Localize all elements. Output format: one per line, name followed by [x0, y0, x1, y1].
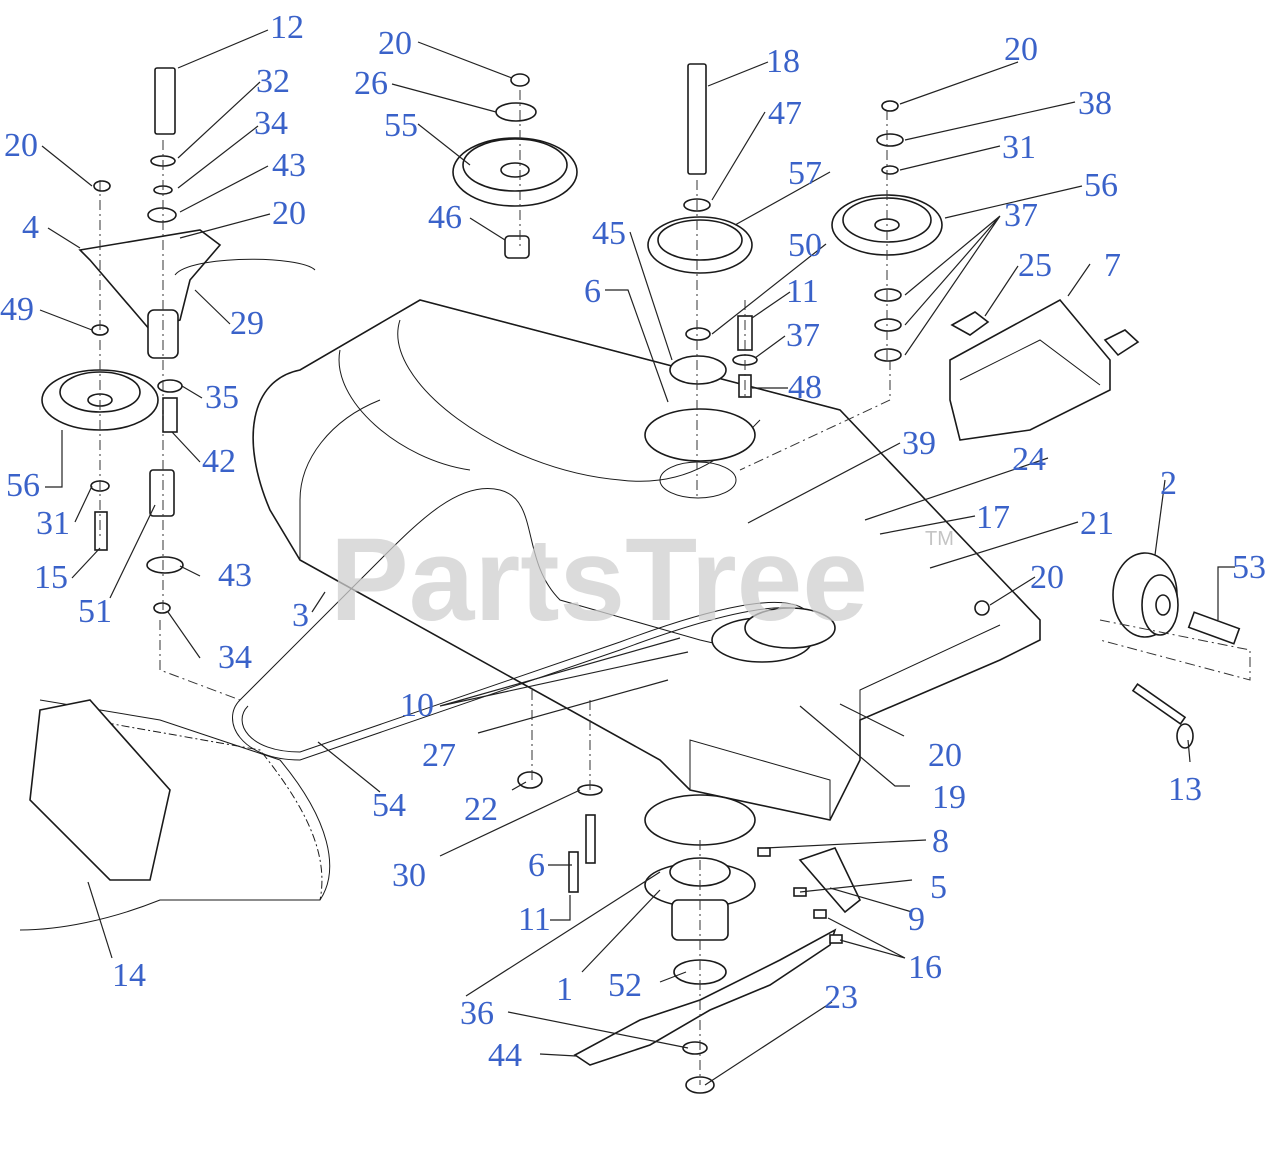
callout-38: 38	[1078, 85, 1112, 122]
callout-48: 48	[788, 369, 822, 406]
callout-39: 39	[902, 425, 936, 462]
callout-6: 6	[528, 847, 545, 884]
callout-56: 56	[6, 467, 40, 504]
deck-cutaway	[19, 699, 331, 931]
assembly-guides	[159, 90, 891, 790]
right-idler-stack	[732, 100, 943, 398]
center-spindle-stack	[644, 63, 756, 500]
callout-37: 37	[786, 317, 820, 354]
callout-6: 6	[584, 273, 601, 310]
hardware-misc	[517, 600, 990, 944]
callout-54: 54	[372, 787, 406, 824]
callout-20: 20	[272, 195, 306, 232]
watermark-brand: PartsTree	[330, 514, 868, 646]
callout-22: 22	[464, 791, 498, 828]
callout-30: 30	[392, 857, 426, 894]
callout-20: 20	[4, 127, 38, 164]
callout-10: 10	[400, 687, 434, 724]
callout-36: 36	[460, 995, 494, 1032]
callout-31: 31	[1002, 129, 1036, 166]
belt-cover	[949, 298, 1140, 441]
callout-13: 13	[1168, 771, 1202, 808]
callout-47: 47	[768, 95, 802, 132]
callout-32: 32	[256, 63, 290, 100]
callout-49: 49	[0, 291, 34, 328]
callout-51: 51	[78, 593, 112, 630]
callout-45: 45	[592, 215, 626, 252]
callout-5: 5	[930, 869, 947, 906]
callout-7: 7	[1104, 247, 1121, 284]
callout-20: 20	[1004, 31, 1038, 68]
callout-52: 52	[608, 967, 642, 1004]
callout-46: 46	[428, 199, 462, 236]
callout-2: 2	[1160, 465, 1177, 502]
gauge-wheel	[1099, 552, 1251, 681]
watermark-tm: TM	[925, 528, 954, 550]
center-idler-stack	[452, 73, 578, 259]
callout-43: 43	[218, 557, 252, 594]
callout-8: 8	[932, 823, 949, 860]
callout-4: 4	[22, 209, 39, 246]
bolt-13	[1131, 682, 1194, 749]
callout-44: 44	[488, 1037, 522, 1074]
callout-35: 35	[205, 379, 239, 416]
callout-42: 42	[202, 443, 236, 480]
watermark: PartsTree TM	[330, 514, 954, 646]
callout-25: 25	[1018, 247, 1052, 284]
callout-21: 21	[1080, 505, 1114, 542]
callout-34: 34	[254, 105, 288, 142]
callout-17: 17	[976, 499, 1010, 536]
callout-labels: 12 32 34 43 20 20 4 29 49 35 42 56 31 15…	[0, 9, 1266, 1074]
callout-53: 53	[1232, 549, 1266, 586]
callout-1: 1	[556, 971, 573, 1008]
callout-29: 29	[230, 305, 264, 342]
callout-43: 43	[272, 147, 306, 184]
callout-20: 20	[928, 737, 962, 774]
callout-57: 57	[788, 155, 822, 192]
callout-27: 27	[422, 737, 456, 774]
spindle-assembly	[573, 794, 837, 1094]
callout-11: 11	[786, 273, 819, 310]
callout-15: 15	[34, 559, 68, 596]
leader-lines	[39, 29, 1235, 1086]
callout-9: 9	[908, 901, 925, 938]
callout-20: 20	[1030, 559, 1064, 596]
callout-24: 24	[1012, 441, 1046, 478]
callout-20: 20	[378, 25, 412, 62]
callout-23: 23	[824, 979, 858, 1016]
callout-34: 34	[218, 639, 252, 676]
callout-19: 19	[932, 779, 966, 816]
callout-14: 14	[112, 957, 146, 994]
callout-3: 3	[292, 597, 309, 634]
callout-26: 26	[354, 65, 388, 102]
callout-56: 56	[1084, 167, 1118, 204]
callout-37: 37	[1004, 197, 1038, 234]
callout-11: 11	[518, 901, 551, 938]
callout-50: 50	[788, 227, 822, 264]
callout-16: 16	[908, 949, 942, 986]
callout-55: 55	[384, 107, 418, 144]
left-idler-stack	[41, 67, 316, 614]
callout-31: 31	[36, 505, 70, 542]
callout-12: 12	[270, 9, 304, 46]
callout-18: 18	[766, 43, 800, 80]
